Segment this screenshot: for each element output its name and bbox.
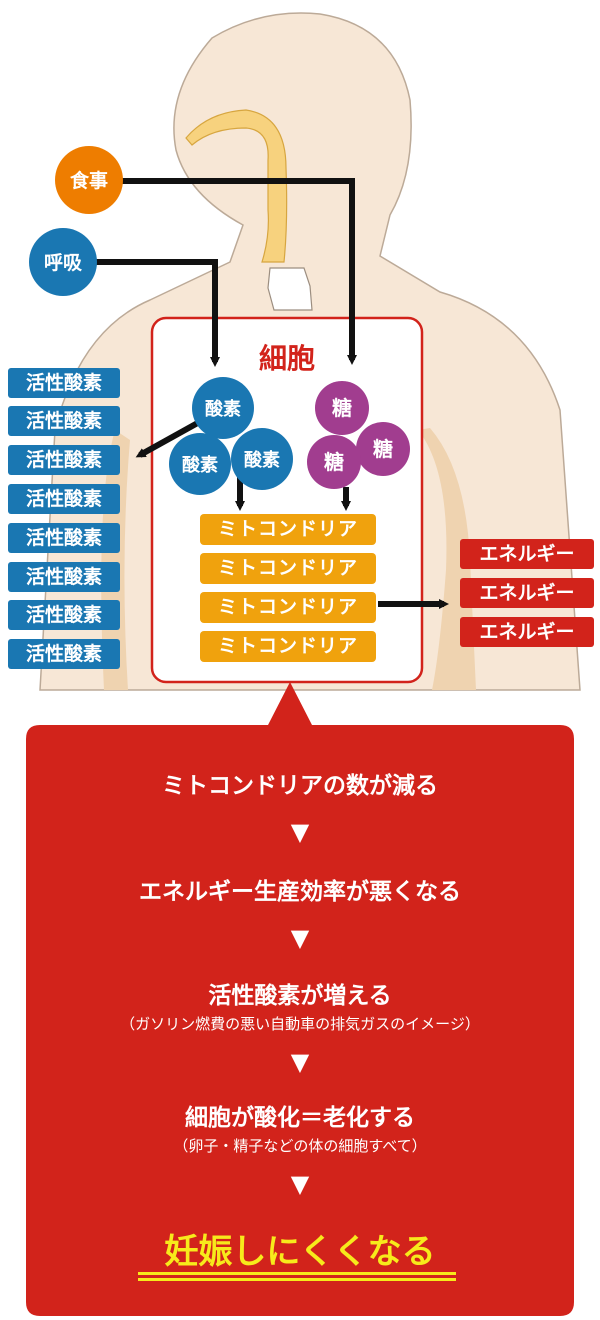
flow-arrow-4: ▼	[290, 1170, 310, 1198]
mitochondria-label: ミトコンドリア	[200, 514, 376, 545]
flow-callout	[26, 682, 574, 1316]
flow-step-4: 細胞が酸化＝老化する	[185, 1105, 415, 1131]
flow-step-2: エネルギー生産効率が悪くなる	[139, 879, 461, 905]
ros-label: 活性酸素	[8, 445, 120, 475]
ros-label: 活性酸素	[8, 523, 120, 553]
ros-label: 活性酸素	[8, 368, 120, 398]
flow-result: 妊娠しにくくなる	[164, 1232, 436, 1272]
oxygen-2: 酸素	[169, 433, 231, 495]
svg-text:酸素: 酸素	[205, 398, 241, 420]
flow-arrow-2: ▼	[290, 924, 310, 952]
result-underline-2	[138, 1278, 456, 1281]
flow-step-4-note: （卵子・精子などの体の細胞すべて）	[173, 1137, 427, 1155]
oxygen-3: 酸素	[231, 428, 293, 490]
mitochondria-label: ミトコンドリア	[200, 553, 376, 584]
sugar-1: 糖	[315, 381, 369, 435]
breath-arrow	[96, 259, 220, 367]
ros-label: 活性酸素	[8, 600, 120, 630]
breath-label: 呼吸	[44, 252, 83, 274]
airway	[185, 109, 313, 311]
energy-label: エネルギー	[460, 617, 594, 647]
sugar-3: 糖	[307, 435, 361, 489]
food-arrow	[122, 178, 357, 365]
ros-label: 活性酸素	[8, 484, 120, 514]
flow-step-1: ミトコンドリアの数が減る	[162, 773, 438, 799]
svg-text:酸素: 酸素	[244, 449, 280, 471]
flow-arrow-3: ▼	[290, 1048, 310, 1076]
ros-label: 活性酸素	[8, 406, 120, 436]
food-node: 食事	[55, 146, 123, 214]
mitochondria-label: ミトコンドリア	[200, 592, 376, 623]
svg-text:酸素: 酸素	[182, 454, 218, 476]
result-underline-1	[138, 1272, 456, 1275]
energy-label: エネルギー	[460, 539, 594, 569]
svg-text:糖: 糖	[324, 450, 344, 474]
breath-node: 呼吸	[29, 228, 97, 296]
food-label: 食事	[70, 169, 108, 192]
ros-arrow	[135, 417, 205, 458]
ros-label: 活性酸素	[8, 639, 120, 669]
cell-title: 細胞	[259, 342, 315, 375]
ros-label: 活性酸素	[8, 562, 120, 592]
svg-text:糖: 糖	[332, 396, 352, 420]
sugar-2: 糖	[356, 422, 410, 476]
flow-step-3: 活性酸素が増える	[208, 983, 392, 1009]
energy-label: エネルギー	[460, 578, 594, 608]
oxygen-1: 酸素	[192, 377, 254, 439]
mitochondria-label: ミトコンドリア	[200, 631, 376, 662]
flow-step-3-note: （ガソリン燃費の悪い自動車の排気ガスのイメージ）	[120, 1015, 480, 1033]
svg-text:糖: 糖	[373, 437, 393, 461]
flow-arrow-1: ▼	[290, 818, 310, 846]
